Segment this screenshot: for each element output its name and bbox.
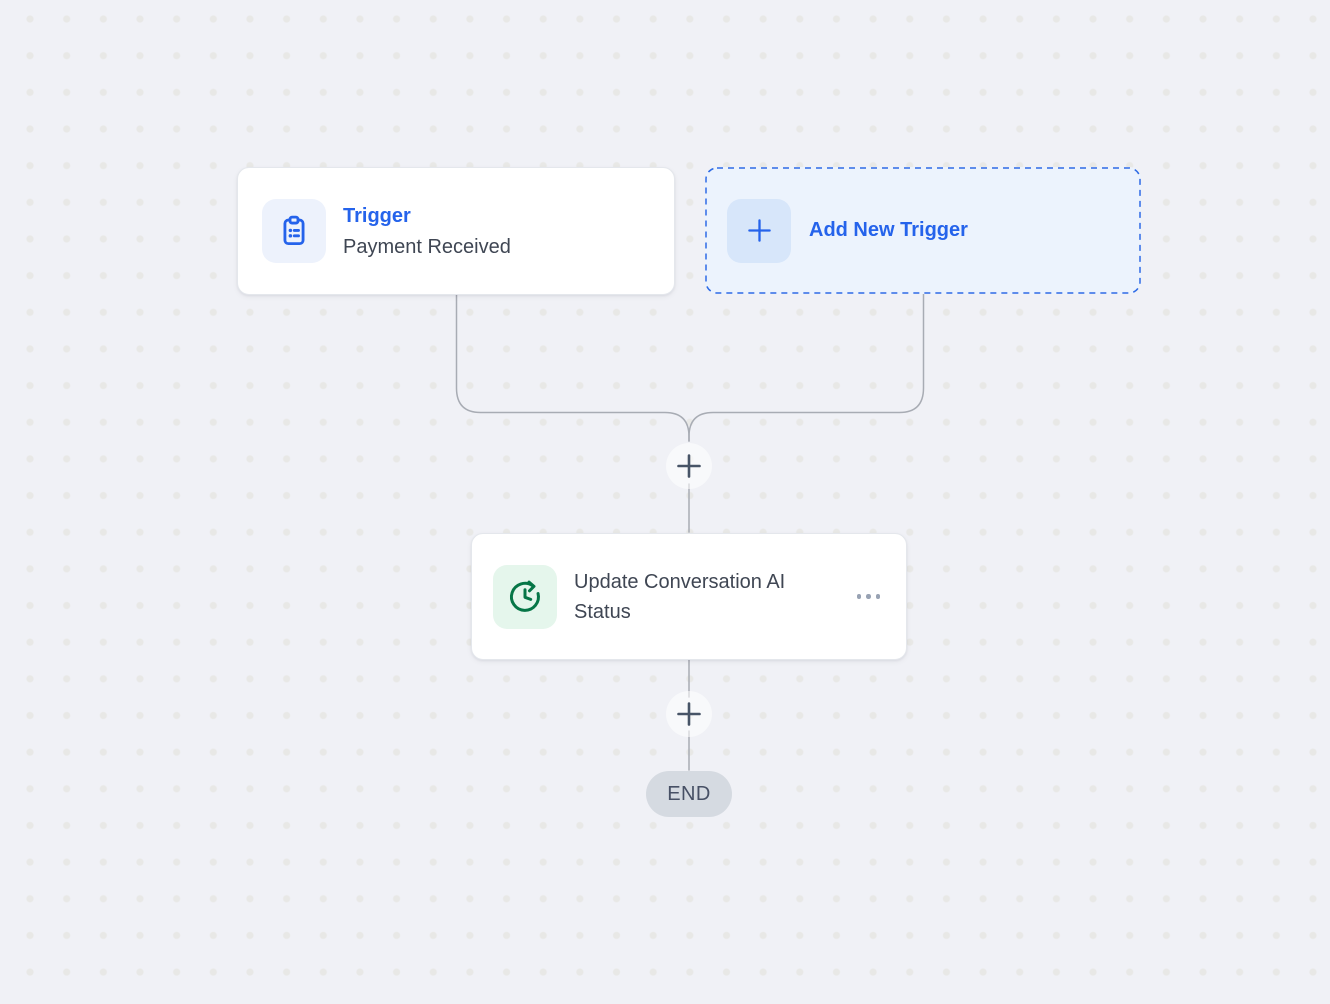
add-step-button[interactable]: [666, 691, 712, 737]
end-node: END: [646, 771, 732, 817]
action-node-card[interactable]: Update Conversation AI Status: [471, 533, 907, 660]
add-step-button[interactable]: [666, 443, 712, 489]
action-node-title: Update Conversation AI Status: [574, 570, 786, 623]
plus-icon: [727, 198, 791, 263]
clipboard-list-icon: [262, 199, 326, 263]
clock-history-icon: [493, 564, 557, 629]
add-new-trigger-button[interactable]: Add New Trigger: [705, 167, 1141, 294]
plus-icon: [677, 454, 701, 478]
add-new-trigger-label: Add New Trigger: [809, 219, 968, 241]
ellipsis-icon: [856, 594, 861, 599]
trigger-node-subtitle: Payment Received: [343, 235, 511, 258]
end-node-label: END: [667, 782, 711, 805]
action-menu-button[interactable]: [855, 588, 883, 605]
trigger-node-card[interactable]: Trigger Payment Received: [237, 167, 675, 295]
trigger-node-title: Trigger: [343, 204, 411, 227]
plus-icon: [677, 702, 701, 726]
